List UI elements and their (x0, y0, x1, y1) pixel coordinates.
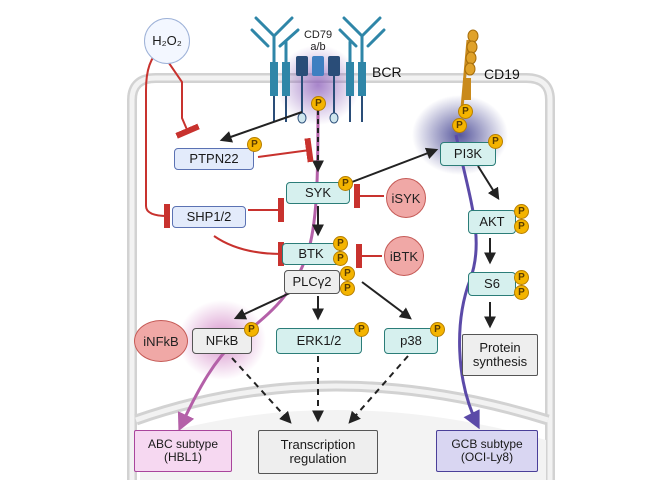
akt-phospho-badge-2: P (514, 219, 529, 234)
pi3k-node: PI3K (440, 142, 496, 166)
transcription-regulation-box: Transcription regulation (258, 430, 378, 474)
akt-phospho-badge-1: P (514, 204, 529, 219)
cd79-label: CD79 a/b (300, 29, 336, 53)
bcr-phospho-badge: P (311, 96, 326, 111)
gcb-subtype-line2: (OCI-Ly8) (460, 450, 514, 464)
plcy2-phospho-badge-1: P (340, 266, 355, 281)
cd79-label-line1: CD79 (303, 29, 333, 41)
syk-phospho-badge: P (338, 176, 353, 191)
btk-node: BTK (282, 243, 340, 265)
cd19-label: CD19 (484, 66, 520, 82)
abc-subtype-line1: ABC subtype (147, 436, 219, 451)
ptpn22-phospho-badge: P (247, 137, 262, 152)
protein-synthesis-line2: synthesis (472, 354, 528, 369)
infkb-inhibitor: iNFkB (134, 320, 188, 362)
erk1-2-node: ERK1/2 (276, 328, 362, 354)
plcy2-phospho-badge-2: P (340, 281, 355, 296)
btk-phospho-badge-1: P (333, 236, 348, 251)
cd79-label-line2: a/b (310, 40, 326, 53)
abc-subtype-line2: (HBL1) (163, 450, 202, 464)
nfkb-node: NFkB (192, 328, 252, 354)
akt-node: AKT (468, 210, 516, 234)
s6-phospho-badge-1: P (514, 270, 529, 285)
abc-subtype-box: ABC subtype (HBL1) (134, 430, 232, 472)
p38-phospho-badge: P (430, 322, 445, 337)
bcr-label: BCR (372, 64, 402, 80)
bcr-transmembrane (270, 56, 366, 96)
isyk-inhibitor: iSYK (386, 178, 426, 218)
plcy2-node: PLCγ2 (284, 270, 340, 294)
activation-arrows (219, 111, 500, 329)
h2o2-node: H₂O₂ (144, 18, 190, 64)
p38-node: p38 (384, 328, 438, 354)
btk-phospho-badge-2: P (333, 251, 348, 266)
shp1-2-node: SHP1/2 (172, 206, 246, 228)
ibtk-inhibitor: iBTK (384, 236, 424, 276)
pi3k-phospho-badge: P (488, 134, 503, 149)
s6-node: S6 (468, 272, 516, 296)
bcr-itam-beads (297, 112, 339, 124)
syk-node: SYK (286, 182, 350, 204)
transcription-regulation-line1: Transcription (280, 436, 356, 452)
gcb-subtype-line1: GCB subtype (451, 436, 523, 451)
erk1-2-phospho-badge: P (354, 322, 369, 337)
cd19-phospho-badge-2: P (452, 118, 467, 133)
cd19-receptor (460, 29, 479, 109)
nfkb-phospho-badge: P (244, 322, 259, 337)
gcb-subtype-box: GCB subtype (OCI-Ly8) (436, 430, 538, 472)
ptpn22-node: PTPN22 (174, 148, 254, 170)
protein-synthesis-line1: Protein (479, 339, 521, 355)
transcription-regulation-line2: regulation (289, 451, 347, 466)
transcription-dashed-arrows (231, 355, 409, 424)
cd19-phospho-badge-1: P (458, 104, 473, 119)
protein-synthesis-box: Protein synthesis (462, 334, 538, 376)
s6-phospho-badge-2: P (514, 285, 529, 300)
bcr-receptor (250, 16, 386, 64)
